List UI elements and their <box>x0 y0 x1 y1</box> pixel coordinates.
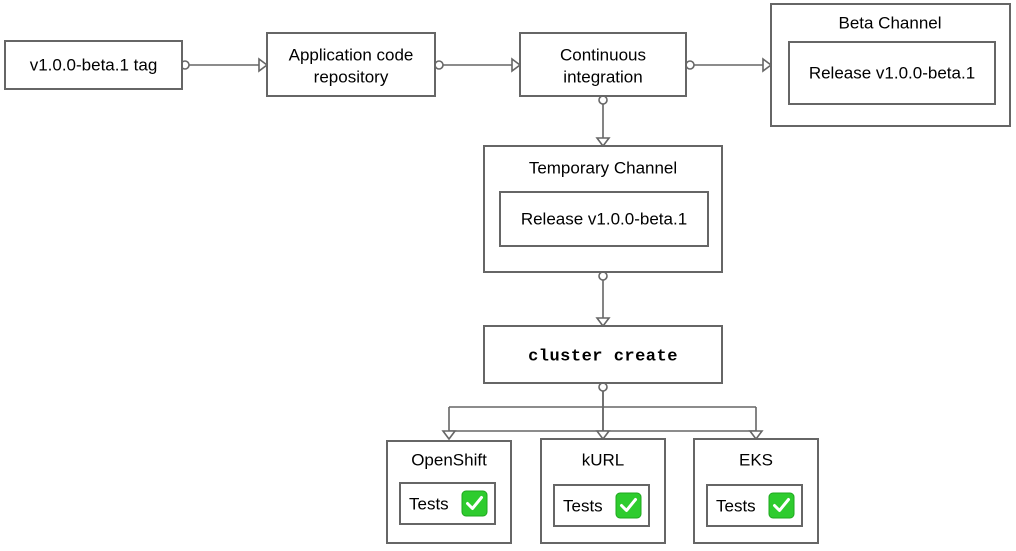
node-repo-label-line1: Application code <box>289 45 414 64</box>
node-application-code-repository[interactable]: Application code repository <box>266 32 436 97</box>
node-repo-label-line2: repository <box>314 67 389 86</box>
node-kurl-tests-label: Tests <box>563 496 603 515</box>
edge-repo-to-ci <box>434 57 522 73</box>
node-openshift-tests-label: Tests <box>409 494 449 513</box>
node-cluster-create-label: cluster create <box>528 347 678 366</box>
node-eks-check-icon <box>768 492 795 519</box>
node-eks-title: EKS <box>739 450 773 469</box>
node-eks-tests[interactable]: Tests <box>706 484 803 527</box>
node-openshift-title: OpenShift <box>411 450 487 469</box>
node-continuous-integration[interactable]: Continuous integration <box>519 32 687 97</box>
edge-tag-to-repo <box>180 57 269 73</box>
node-tag[interactable]: v1.0.0-beta.1 tag <box>4 40 183 90</box>
edge-ci-to-beta-channel <box>685 57 773 73</box>
node-temporary-channel-title: Temporary Channel <box>529 158 677 177</box>
edge-cluster-create-branch <box>441 382 764 441</box>
node-kurl-title: kURL <box>582 450 625 469</box>
node-eks[interactable]: EKS Tests <box>693 438 819 544</box>
node-openshift[interactable]: OpenShift Tests <box>386 440 512 544</box>
node-kurl-check-icon <box>615 492 642 519</box>
node-kurl-tests[interactable]: Tests <box>553 484 650 527</box>
edge-temporary-channel-to-cluster-create <box>595 271 611 328</box>
node-temporary-channel-release-label: Release v1.0.0-beta.1 <box>521 209 687 228</box>
node-beta-channel[interactable]: Beta Channel Release v1.0.0-beta.1 <box>770 3 1011 127</box>
node-eks-tests-label: Tests <box>716 496 756 515</box>
edge-ci-to-temporary-channel <box>595 95 611 148</box>
node-temporary-channel-release[interactable]: Release v1.0.0-beta.1 <box>499 191 709 247</box>
node-temporary-channel[interactable]: Temporary Channel Release v1.0.0-beta.1 <box>483 145 723 273</box>
node-ci-label-line1: Continuous <box>560 45 646 64</box>
node-beta-channel-title: Beta Channel <box>838 13 941 32</box>
node-tag-label: v1.0.0-beta.1 tag <box>30 55 158 74</box>
node-cluster-create[interactable]: cluster create <box>483 325 723 384</box>
node-beta-channel-release[interactable]: Release v1.0.0-beta.1 <box>788 41 996 105</box>
node-openshift-check-icon <box>461 490 488 517</box>
node-kurl[interactable]: kURL Tests <box>540 438 666 544</box>
node-openshift-tests[interactable]: Tests <box>399 482 496 525</box>
node-beta-channel-release-label: Release v1.0.0-beta.1 <box>809 63 975 82</box>
node-ci-label-line2: integration <box>563 67 642 86</box>
